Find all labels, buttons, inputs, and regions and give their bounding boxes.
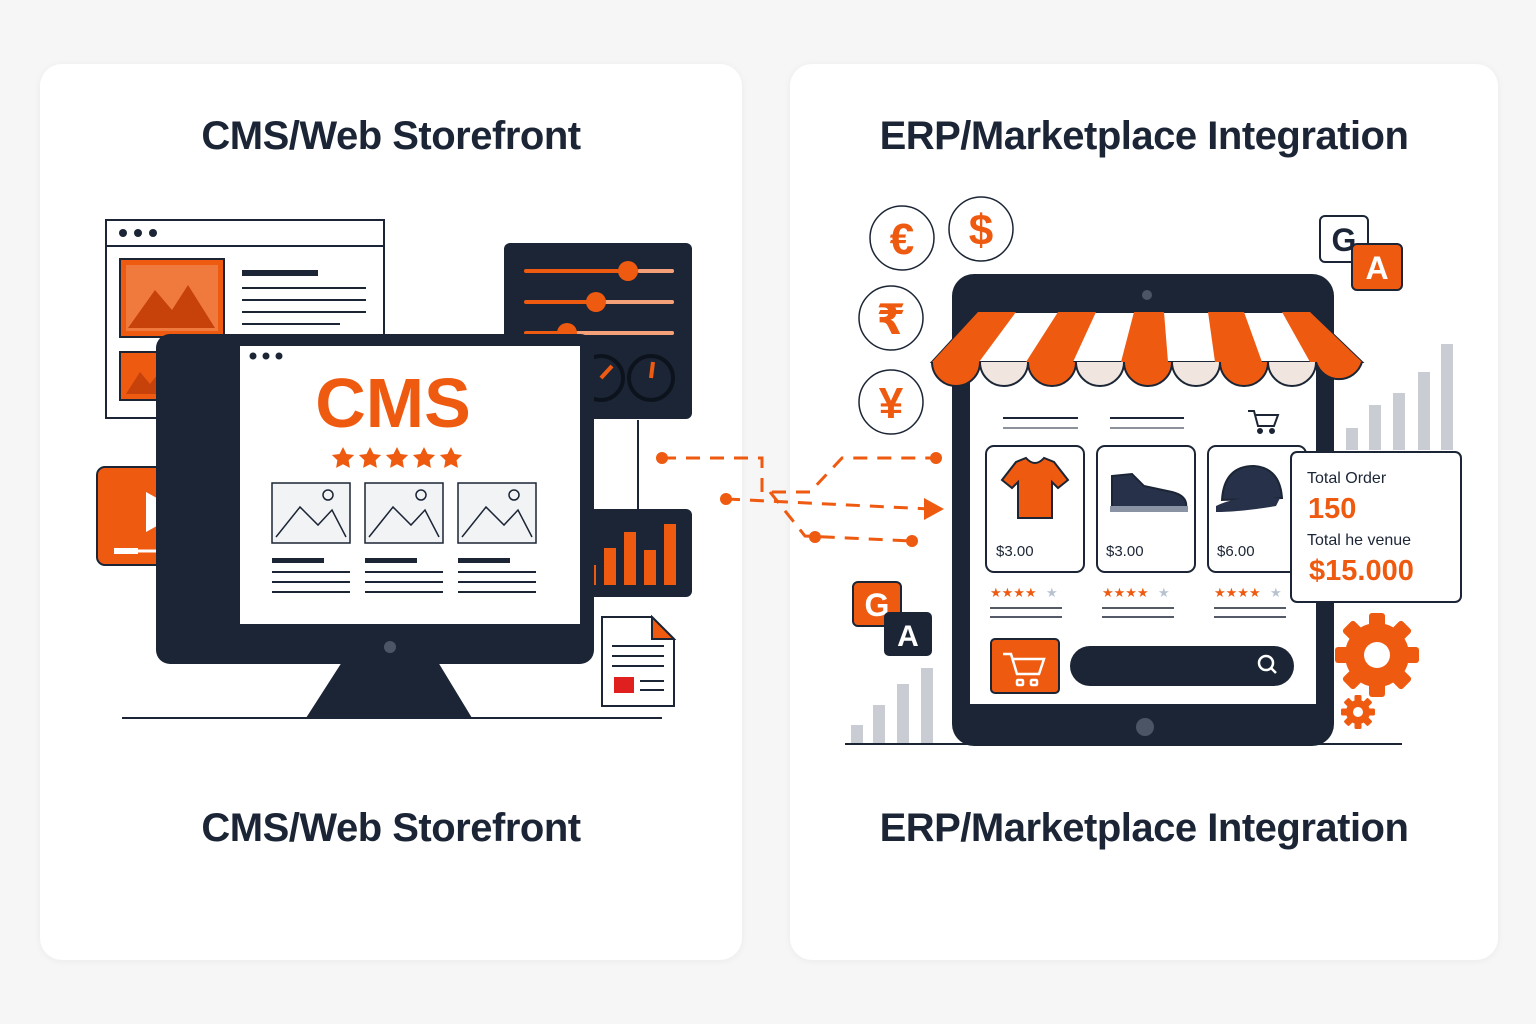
currency-rupee-icon: ₹ (858, 285, 924, 351)
gear-icon (1335, 613, 1419, 697)
document-icon (601, 614, 677, 707)
cms-title-bottom: CMS/Web Storefront (201, 806, 581, 850)
svg-text:¥: ¥ (879, 379, 904, 428)
currency-euro-icon: € (869, 205, 935, 271)
currency-dollar-icon: $ (948, 196, 1014, 262)
tshirt-icon (1000, 456, 1070, 519)
rating-stars-icon (331, 447, 463, 468)
svg-text:A: A (897, 620, 919, 653)
search-bar[interactable] (1070, 646, 1294, 686)
store-awning-icon (929, 311, 1365, 387)
product-card-cap: $6.00 (1207, 445, 1307, 573)
svg-text:$: $ (969, 206, 993, 255)
cms-title-top: CMS/Web Storefront (201, 114, 581, 158)
add-to-cart-button[interactable] (990, 638, 1060, 694)
svg-text:$3.00: $3.00 (996, 543, 1034, 560)
cap-icon (1220, 464, 1284, 502)
svg-text:★★★★: ★★★★ (1214, 585, 1261, 600)
erp-title-bottom: ERP/Marketplace Integration (879, 806, 1409, 850)
svg-text:★★★★: ★★★★ (990, 585, 1037, 600)
svg-text:A: A (1365, 250, 1388, 286)
svg-text:★: ★ (1270, 585, 1282, 600)
currency-yen-icon: ¥ (858, 369, 924, 435)
order-stats-card: Total Order 150 Total he venue $15.000 (1290, 451, 1462, 603)
svg-text:Total Order: Total Order (1307, 470, 1387, 487)
svg-text:★★★★: ★★★★ (1102, 585, 1149, 600)
search-icon (1257, 654, 1277, 674)
svg-text:$15.000: $15.000 (1309, 555, 1414, 587)
analytics-chart-icon (566, 509, 692, 597)
svg-text:Total he venue: Total he venue (1307, 532, 1411, 549)
svg-text:150: 150 (1308, 493, 1356, 525)
arrow-head-icon (924, 498, 944, 520)
svg-text:$6.00: $6.00 (1217, 543, 1255, 560)
svg-text:€: € (890, 215, 914, 264)
cart-icon (1248, 410, 1280, 434)
data-flow-arrows (662, 456, 936, 543)
cart-icon (1003, 652, 1046, 687)
gear-icon (1341, 695, 1375, 729)
cms-label: CMS (315, 364, 471, 442)
svg-text:★: ★ (1046, 585, 1058, 600)
translate-icon: G A (1319, 215, 1403, 291)
erp-title-top: ERP/Marketplace Integration (879, 114, 1409, 158)
cms-monitor: CMS (156, 334, 594, 718)
svg-text:★: ★ (1158, 585, 1170, 600)
tablet-storefront: $3.00 $3.00 $6.00 ★★★★★ ★★★★★ ★★★★★ (929, 274, 1365, 746)
bar-chart-icon (851, 344, 1453, 743)
rating-stars-icon: ★★★★★ ★★★★★ ★★★★★ (990, 585, 1282, 600)
svg-text:₹: ₹ (876, 296, 905, 343)
translate-icon: G A (852, 581, 932, 656)
product-card-sneaker: $3.00 (1096, 445, 1196, 573)
image-placeholder-icon (271, 482, 537, 544)
product-card-tshirt: $3.00 (985, 445, 1085, 573)
svg-text:$3.00: $3.00 (1106, 543, 1144, 560)
